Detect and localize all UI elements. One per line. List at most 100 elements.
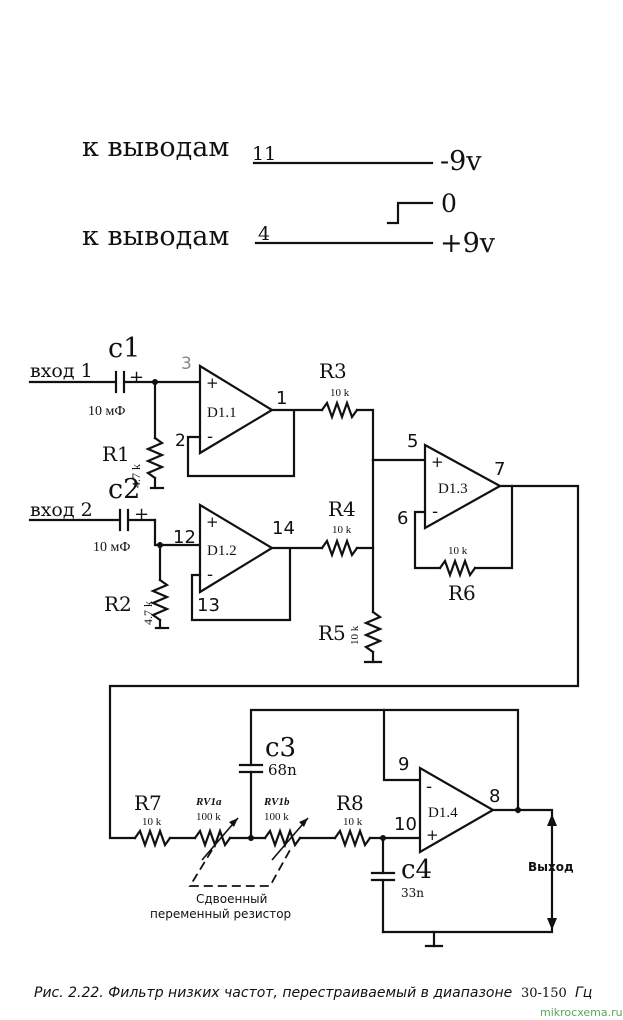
c2-plus: + (134, 504, 149, 525)
d14-pin10: 10 (394, 814, 417, 835)
r7-value: 10 k (142, 816, 162, 828)
c2-value: 10 мФ (93, 540, 130, 555)
power-connections: к выводам 11 -9v 0 к выводам 4 +9v (82, 132, 496, 259)
d13-pin5: 5 (407, 431, 418, 452)
d13-label: D1.3 (438, 481, 468, 497)
d12-feedback-wire (190, 548, 292, 622)
r6-name: R6 (448, 581, 476, 605)
c2-to-d12-wire (153, 518, 202, 547)
filter-chain: R7 10 k RV1a 100 k RV1b 100 k Сдвоенный … (133, 708, 554, 948)
r2-resistor (150, 578, 170, 622)
c2-name: c2 (108, 474, 140, 505)
input2-label: вход 2 (30, 499, 93, 521)
rv1b-arrow-head (299, 818, 308, 827)
rv1a-arrow-head (229, 818, 238, 827)
d14-pin9: 9 (398, 754, 409, 775)
d12-pin14: 14 (272, 518, 295, 539)
r7-name: R7 (134, 791, 162, 815)
c1-value: 10 мФ (88, 404, 125, 419)
c4-name: c4 (401, 855, 432, 885)
caption: Рис. 2.22. Фильтр низких частот, перестр… (34, 985, 592, 1001)
input1-label: вход 1 (30, 360, 93, 382)
opamp-d14-body (418, 766, 496, 854)
d14-pin9-wire (382, 708, 422, 782)
power-row2-label: к выводам (82, 221, 229, 252)
r4-resistor (320, 537, 359, 559)
opamp-d11: + - D1.1 3 2 1 (175, 354, 324, 478)
rv1a-value: 100 k (196, 811, 221, 823)
d11-minus: - (207, 427, 213, 447)
d11-label: D1.1 (207, 405, 237, 421)
c3-value: 68n (268, 761, 297, 779)
r3-value: 10 k (330, 387, 350, 399)
d13-output-loop-wire (108, 484, 580, 840)
summing-node: R5 10 k (318, 458, 427, 664)
c4-value: 33n (401, 886, 424, 900)
d14-plus: + (426, 826, 439, 844)
r3-resistor (320, 399, 359, 421)
d14-minus: - (426, 777, 432, 797)
r4-name: R4 (328, 497, 356, 521)
input2-stage: вход 2 c2 + 10 мФ R2 4.7 k (28, 474, 202, 630)
d14-pin8: 8 (489, 786, 500, 807)
r6-value: 10 k (448, 545, 468, 557)
power-row1-label: к выводам (82, 132, 229, 163)
dual-pot-linkage (188, 849, 291, 887)
r5-value: 10 k (349, 625, 361, 645)
r3-group: R3 10 k (319, 359, 375, 462)
ground-label: 0 (441, 189, 457, 218)
r7-resistor (133, 827, 172, 849)
r2-value: 4.7 k (141, 601, 155, 625)
d11-pin1: 1 (276, 388, 287, 409)
opamp-d13: + - D1.3 5 6 7 10 k R6 (108, 431, 580, 840)
c1-plus: + (129, 367, 144, 388)
opamp-d14: - + D1.4 9 10 8 (382, 708, 554, 854)
r4-group: R4 10 k (320, 497, 375, 559)
r5-name: R5 (318, 621, 346, 645)
d11-feedback-wire (186, 410, 296, 478)
r5-resistor (363, 610, 383, 654)
r8-resistor (333, 827, 372, 849)
caption-text: Рис. 2.22. Фильтр низких частот, перестр… (34, 985, 512, 1001)
opamp-d12: + - D1.2 12 13 14 (173, 503, 324, 622)
caption-unit: Гц (575, 985, 592, 1001)
output-label: Выход (528, 860, 574, 874)
c1-name: c1 (108, 333, 140, 364)
d13-pin6: 6 (397, 508, 408, 529)
r1-name: R1 (102, 442, 130, 466)
r8-value: 10 k (343, 816, 363, 828)
d12-minus: - (207, 565, 213, 585)
power-row1-voltage: -9v (440, 146, 482, 177)
rv1a-resistor (193, 827, 232, 849)
r3-name: R3 (319, 359, 347, 383)
d14-label: D1.4 (428, 805, 458, 821)
r1-resistor (145, 436, 165, 480)
r2-name: R2 (104, 592, 132, 616)
d13-feedback-left-wire (413, 510, 442, 570)
rv1b-name: RV1b (263, 796, 290, 808)
r6-resistor (438, 557, 477, 579)
d13-plus: + (431, 453, 444, 471)
opamp-d13-body (423, 443, 503, 530)
d11-pin2: 2 (175, 431, 186, 451)
watermark: mikrocxema.ru (540, 1006, 623, 1019)
r1-value: 4.7 k (129, 464, 143, 488)
dual-pot-label-1: Сдвоенный (196, 892, 267, 906)
d11-pin3: 3 (181, 354, 192, 374)
opamp-d12-body (198, 503, 275, 594)
rv1b-resistor (263, 827, 302, 849)
caption-range: 30-150 (521, 986, 567, 1001)
r4-value: 10 k (332, 524, 352, 536)
d13-pin7: 7 (494, 459, 505, 480)
rv1a-name: RV1a (195, 796, 222, 808)
junction-dot (515, 807, 521, 813)
d11-plus: + (206, 374, 219, 392)
d13-minus: - (432, 502, 438, 522)
ground-symbol (386, 201, 434, 225)
power-row2-voltage: +9v (440, 228, 496, 259)
output-arrow-head-bottom (547, 918, 557, 930)
dual-pot-label-2: переменный резистор (150, 907, 291, 921)
input1-stage: вход 1 c1 + 10 мФ R1 4.7 k (28, 333, 202, 490)
d12-label: D1.2 (207, 543, 237, 559)
